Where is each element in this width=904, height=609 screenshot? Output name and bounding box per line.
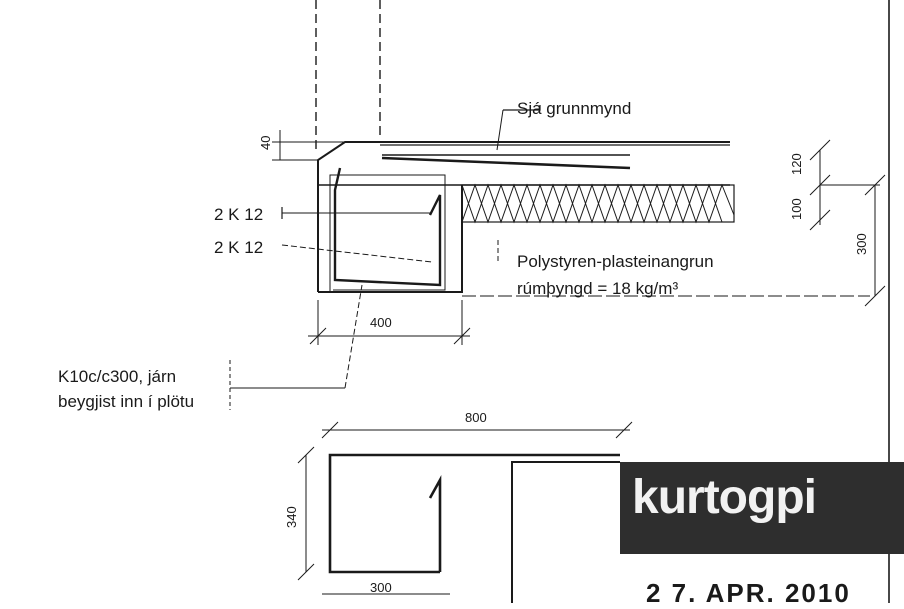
leader-rebar-bottom bbox=[281, 244, 433, 263]
dim-label-340: 340 bbox=[284, 506, 299, 528]
dim-label-300-right: 300 bbox=[854, 233, 869, 255]
dim-label-300-bottom: 300 bbox=[370, 580, 392, 595]
dim-label-800: 800 bbox=[465, 410, 487, 425]
sheet-box-line bbox=[511, 461, 620, 603]
kurtogpi-stamp: kurtogpi bbox=[620, 462, 904, 554]
label-stirrup-2: beygjist inn í plötu bbox=[58, 392, 194, 411]
label-insulation-2: rúmþyngd = 18 kg/m³ bbox=[517, 279, 678, 298]
leader-sja bbox=[503, 105, 541, 111]
date-stamp: 2 7. APR. 2010 bbox=[646, 578, 851, 608]
beam-stirrup bbox=[333, 167, 442, 287]
label-rebar-bottom: 2 K 12 bbox=[214, 238, 263, 257]
label-rebar-top: 2 K 12 bbox=[214, 205, 263, 224]
slab-top-edge bbox=[317, 141, 730, 292]
slab-top-rebar bbox=[381, 156, 631, 170]
stamp-logo: kurtogpi bbox=[632, 471, 817, 524]
dim-label-100: 100 bbox=[789, 198, 804, 220]
dim-label-40: 40 bbox=[258, 136, 273, 150]
dim-label-400: 400 bbox=[370, 315, 392, 330]
insulation-board bbox=[461, 184, 735, 223]
beam-cover-line bbox=[329, 174, 446, 292]
leader-sja-down bbox=[496, 109, 504, 151]
label-stirrup-1: K10c/c300, járn bbox=[58, 367, 176, 386]
insulation-hatch-cross bbox=[461, 183, 723, 224]
stirrup-detail bbox=[328, 453, 620, 574]
label-sja-grunnmynd: Sjá grunnmynd bbox=[517, 99, 631, 118]
label-insulation-1: Polystyren-plasteinangrun bbox=[517, 252, 714, 271]
dim-label-120: 120 bbox=[789, 153, 804, 175]
